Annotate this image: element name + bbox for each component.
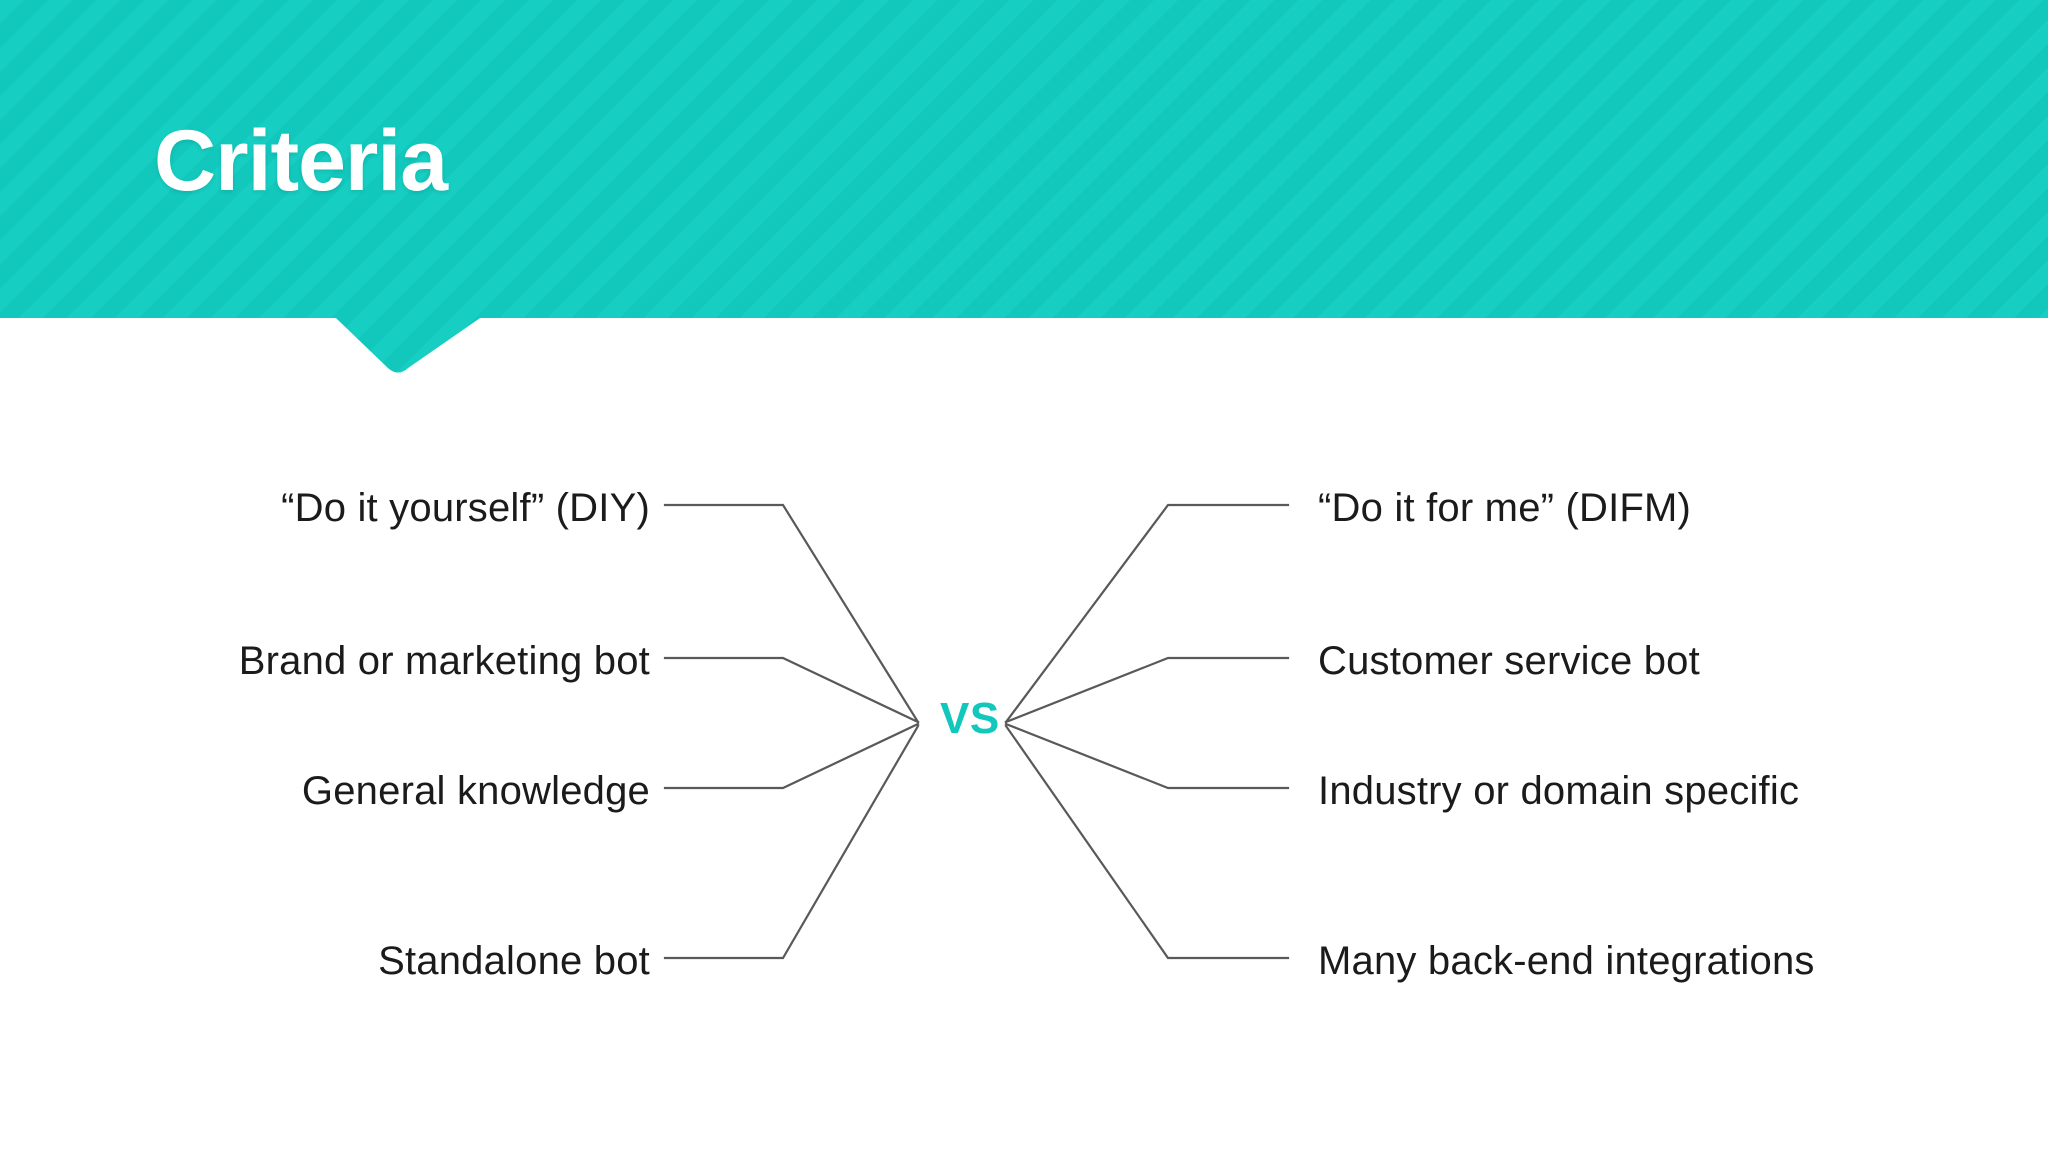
left-item-3: General knowledge [301,769,650,813]
right-item-2: Customer service bot [1318,639,1700,683]
left-item-1: “Do it yourself” (DIY) [281,486,650,530]
connector-left-2 [663,656,920,724]
left-item-2: Brand or marketing bot [238,639,650,683]
left-item-4: Standalone bot [378,939,650,983]
connector-right-1 [1004,503,1290,724]
connector-right-3 [1004,722,1290,790]
connector-left-3 [663,722,920,790]
right-item-3: Industry or domain specific [1318,769,1800,813]
connector-right-4 [1004,724,1290,960]
right-item-4: Many back-end integrations [1318,939,1815,983]
right-item-1: “Do it for me” (DIFM) [1318,486,1692,530]
connector-left-1 [663,503,920,724]
vs-label: VS [940,694,1000,743]
connector-left-4 [663,724,920,960]
connector-right-2 [1004,656,1290,724]
